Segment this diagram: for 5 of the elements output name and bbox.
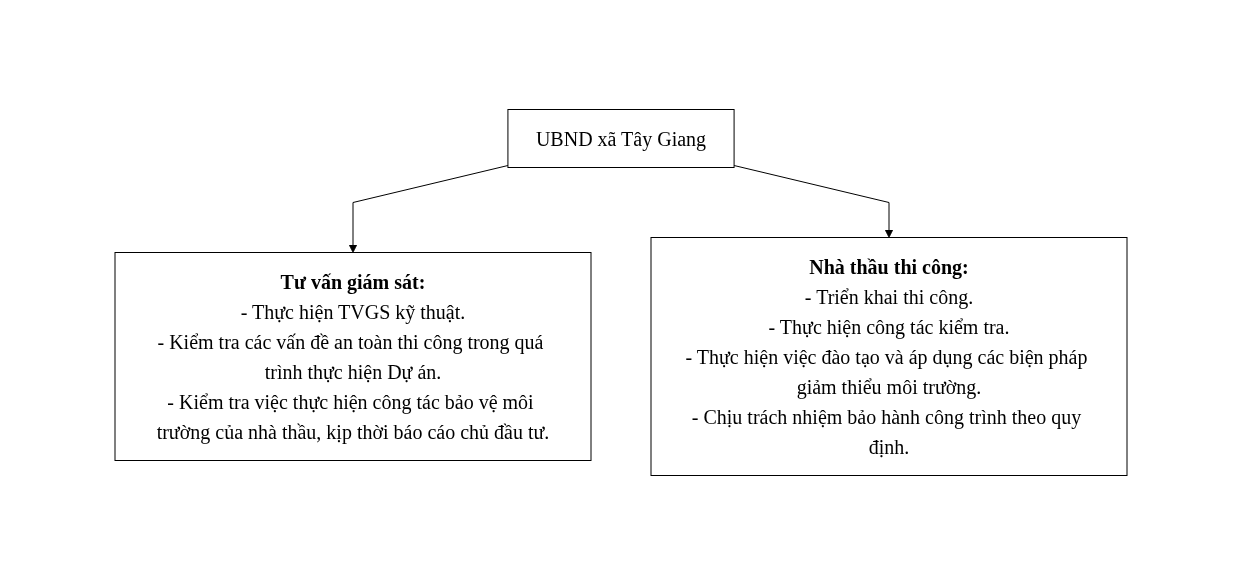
node-box: Tư vấn giám sát: - Thực hiện TVGS kỹ thuật. - Kiểm tra các vấn đề an toàn thi công trong quá trình thực hiện Dự án. - Kiểm tra việc thực hiện công tác bảo vệ môi trường của nhà thầu, kịp thời báo cáo chủ đầu tư. — [114, 252, 592, 461]
arrow — [733, 165, 894, 238]
node-box: UBND xã Tây Giang — [507, 109, 735, 168]
arrow — [348, 165, 509, 253]
node-box: Nhà thầu thi công: - Triển khai thi công. - Thực hiện công tác kiểm tra. - Thực hiện việc đào tạo và áp dụng các biện pháp giảm thiểu môi trường. - Chịu trách nhiệm bảo hành công trình theo quy định. — [650, 237, 1128, 476]
